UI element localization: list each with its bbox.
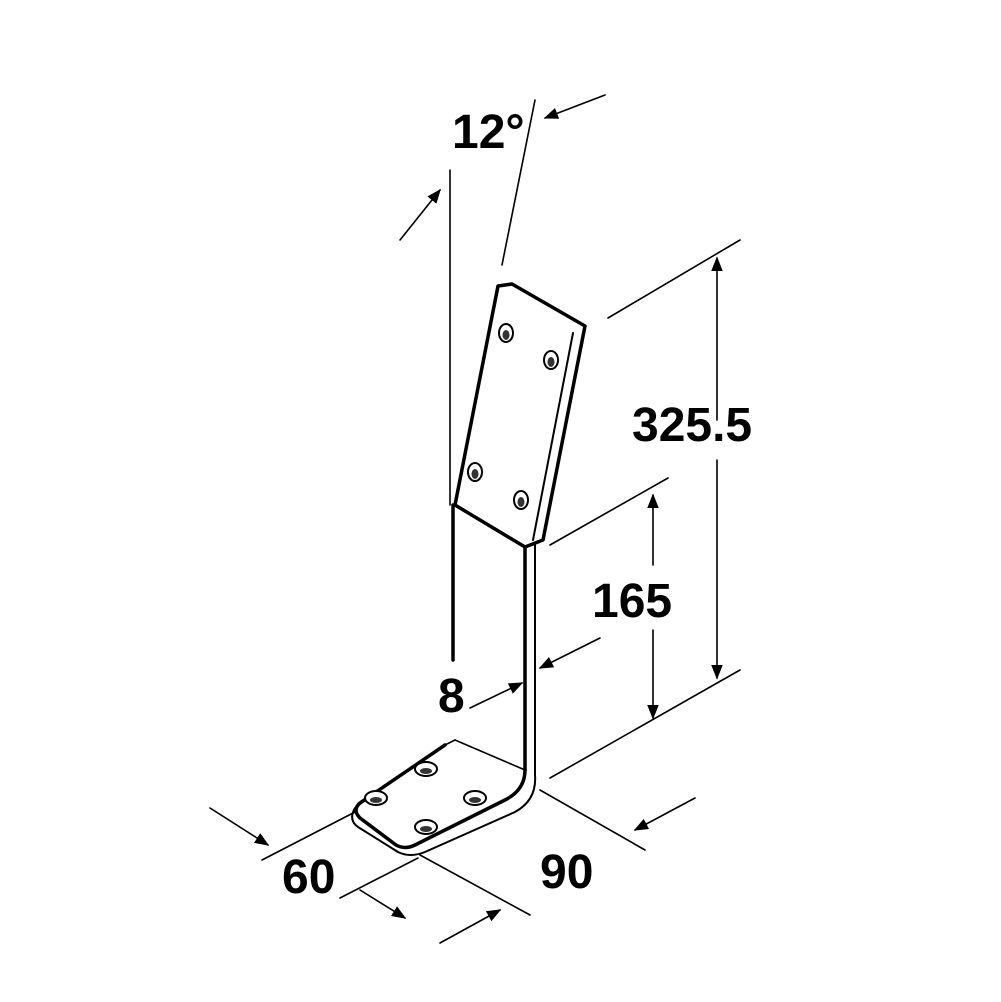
- upper-plate-holes: [467, 323, 559, 510]
- total-height-label: 325.5: [632, 399, 752, 452]
- thickness-label: 8: [438, 670, 465, 723]
- base-width-dimension: 90: [419, 789, 696, 944]
- total-height-dimension: 325.5: [549, 239, 752, 779]
- base-plate: [351, 739, 537, 856]
- angle-dimension: 12°: [399, 94, 606, 506]
- base-depth-label: 60: [282, 851, 335, 904]
- angle-label: 12°: [452, 106, 525, 159]
- upright-plate: [451, 503, 536, 776]
- thickness-dimension: 8: [438, 637, 601, 723]
- lower-height-label: 165: [592, 575, 672, 628]
- base-width-label: 90: [540, 846, 593, 899]
- lower-height-dimension: 165: [549, 477, 672, 720]
- base-depth-dimension: 60: [209, 807, 419, 919]
- base-plate-holes: [364, 761, 487, 835]
